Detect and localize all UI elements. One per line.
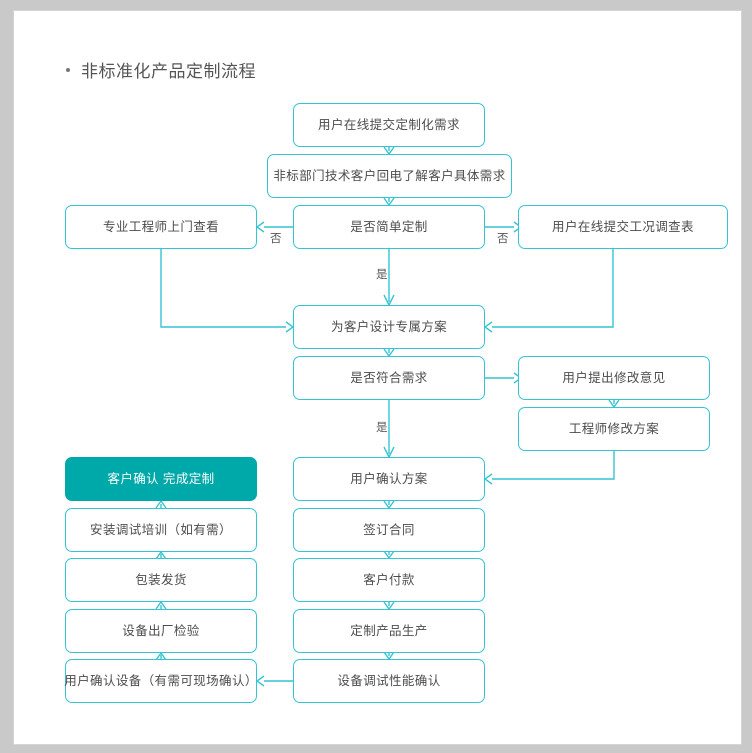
flow-node-n11-highlighted[interactable]: 客户确认 完成定制 [65,457,257,501]
flow-node-label: 用户确认设备（有需可现场确认） [64,673,258,688]
flow-node-n2[interactable]: 非标部门技术客户回电了解客户具体需求 [267,154,512,198]
flow-node-label: 是否符合需求 [350,370,428,385]
flow-node-label: 用户在线提交工况调查表 [552,219,694,234]
flow-node-n17[interactable]: 设备出厂检验 [65,609,257,653]
page-title: 非标准化产品定制流程 [66,57,256,82]
flow-node-label: 工程师修改方案 [568,421,660,436]
bullet-dot-icon [66,67,70,72]
flow-node-label: 签订合同 [363,522,415,537]
edge-label-no-left: 否 [270,233,282,245]
flow-node-n13[interactable]: 安装调试培训（如有需） [65,508,257,552]
flow-node-label: 非标部门技术客户回电了解客户具体需求 [273,168,506,183]
flow-node-n15[interactable]: 包装发货 [65,558,257,602]
edge-label-no-right: 否 [497,233,509,245]
flow-node-label: 专业工程师上门查看 [102,219,220,234]
flow-node-label: 用户确认方案 [350,471,428,486]
flow-node-n10[interactable]: 用户确认方案 [293,457,485,501]
flow-node-label: 为客户设计专属方案 [330,319,448,334]
flow-node-label: 安装调试培训（如有需） [90,522,232,537]
flowchart-canvas: 用户在线提交定制化需求 非标部门技术客户回电了解客户具体需求 是否简单定制 专业… [14,11,741,744]
flow-node-label: 设备出厂检验 [122,623,200,638]
flow-node-n6[interactable]: 为客户设计专属方案 [293,305,485,349]
flow-node-label: 定制产品生产 [350,623,428,638]
flow-node-label: 客户确认 完成定制 [107,471,215,486]
flow-node-n9[interactable]: 工程师修改方案 [518,407,710,451]
flow-node-label: 设备调试性能确认 [337,673,441,688]
flow-node-n5[interactable]: 用户在线提交工况调查表 [518,205,728,249]
flow-node-label: 用户在线提交定制化需求 [318,117,460,132]
content-card: 非标准化产品定制流程 [13,10,742,745]
flow-node-label: 是否简单定制 [350,219,428,234]
flow-node-n14[interactable]: 客户付款 [293,558,485,602]
flow-node-n3-decision[interactable]: 是否简单定制 [293,205,485,249]
flow-node-n8[interactable]: 用户提出修改意见 [518,356,710,400]
edge-label-yes-top: 是 [376,269,388,281]
flow-node-n4[interactable]: 专业工程师上门查看 [65,205,257,249]
flow-node-label: 包装发货 [135,572,187,587]
flow-node-label: 客户付款 [363,572,415,587]
flow-node-n19[interactable]: 用户确认设备（有需可现场确认） [64,659,258,703]
flow-node-n12[interactable]: 签订合同 [293,508,485,552]
flow-node-n1[interactable]: 用户在线提交定制化需求 [293,103,485,147]
flow-node-n7-decision[interactable]: 是否符合需求 [293,356,485,400]
flow-node-n18[interactable]: 设备调试性能确认 [293,659,485,703]
flow-node-label: 用户提出修改意见 [562,370,666,385]
flow-node-n16[interactable]: 定制产品生产 [293,609,485,653]
edge-label-yes-bottom: 是 [376,422,388,434]
page-title-text: 非标准化产品定制流程 [81,62,256,81]
